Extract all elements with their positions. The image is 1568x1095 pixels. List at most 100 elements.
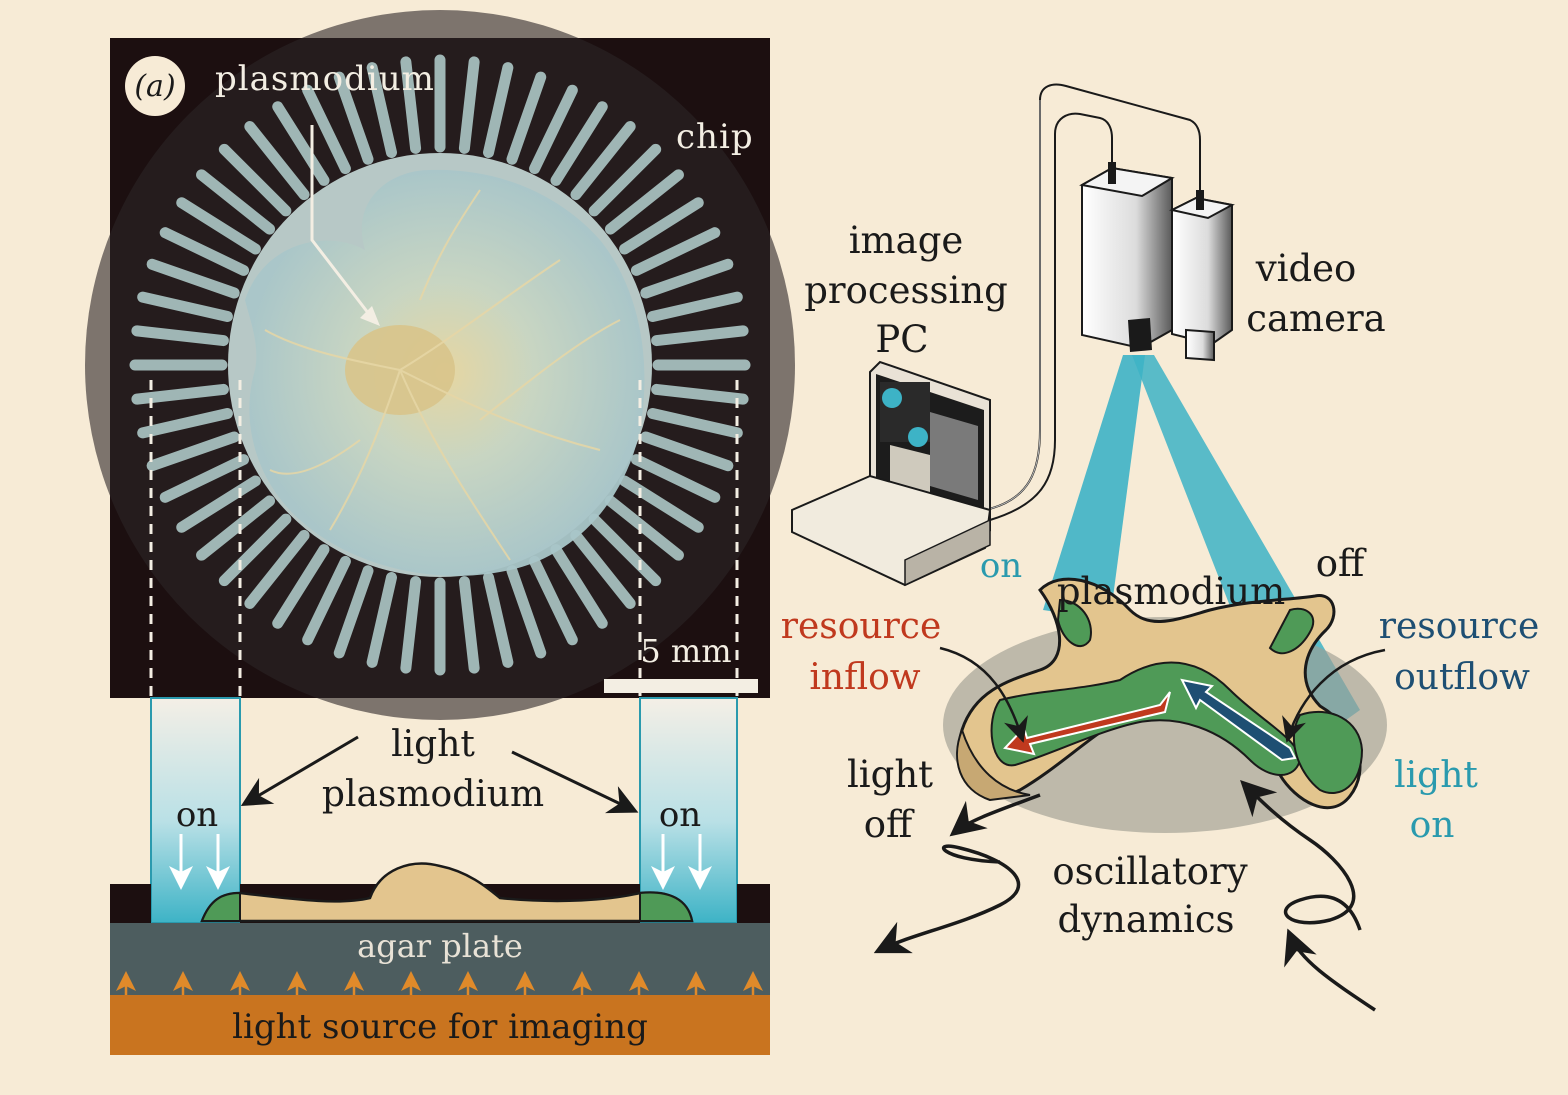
electrode-finger	[651, 325, 749, 347]
panel-letter-badge	[125, 56, 185, 116]
light-source-label: light source for imaging	[232, 1007, 648, 1047]
oscillatory-line-2: dynamics	[1057, 898, 1234, 941]
electrode-finger	[619, 197, 704, 255]
electrode-finger	[131, 325, 229, 347]
electrode-finger	[272, 101, 330, 186]
electrode-finger	[302, 555, 351, 646]
electrode-finger	[400, 576, 422, 674]
light-off-line-1: light	[847, 753, 933, 796]
camera-label-line-1: video	[1255, 247, 1357, 290]
pc-label-line-3: PC	[875, 318, 928, 361]
beam-down-arrows	[169, 834, 712, 890]
light-label: light	[391, 724, 475, 765]
electrode-finger	[506, 565, 547, 659]
agar-label: agar plate	[357, 927, 523, 965]
electrode-finger	[218, 143, 292, 217]
off-label: off	[1316, 542, 1367, 585]
electrode-finger	[176, 475, 261, 533]
electrode-finger	[159, 454, 250, 503]
plasmodium-3d	[956, 577, 1364, 809]
setup-labels: image processing PC video camera plasmod…	[804, 219, 1386, 941]
electrode-finger	[333, 71, 374, 165]
light-plasmodium-arrows	[240, 735, 639, 814]
video-camera	[1079, 162, 1235, 362]
electrode-finger	[244, 529, 310, 609]
beam-on	[1043, 355, 1145, 620]
camera-label-line-2: camera	[1246, 297, 1386, 340]
cross-section: agar plate light source for imaging on o…	[110, 697, 770, 1055]
light-on-line-2: on	[1410, 805, 1455, 846]
vein-network	[264, 189, 621, 561]
electrode-finger	[588, 143, 662, 217]
electrode-finger	[218, 513, 292, 587]
chip-photo: (a) plasmodium chip 5 mm	[85, 10, 795, 720]
electrode-finger	[159, 227, 250, 276]
light-off-line-2: off	[864, 803, 915, 846]
inflow-line-1: resource	[781, 606, 942, 647]
electrode-finger	[196, 495, 276, 561]
outflow-line-1: resource	[1379, 606, 1540, 647]
electrode-finger	[619, 475, 704, 533]
on-label-left: on	[176, 795, 218, 835]
outflow-arrow	[1180, 678, 1297, 762]
electrode-finger	[244, 121, 310, 201]
electrode-finger	[146, 258, 240, 299]
on-label-right: on	[659, 795, 701, 835]
electrode-finger	[366, 62, 397, 158]
inflow-arrow	[1003, 691, 1171, 756]
electrode-finger	[570, 529, 636, 609]
inflow-label: resource inflow	[781, 606, 942, 698]
electrode-finger	[529, 555, 578, 646]
electrode-finger	[630, 454, 721, 503]
chip-electrode-fingers	[129, 54, 751, 676]
photo-plasmodium-label: plasmodium	[215, 59, 435, 99]
electrode-finger	[604, 495, 684, 561]
scale-bar-label: 5 mm	[640, 632, 731, 670]
electrode-finger	[400, 56, 422, 154]
chip-label: chip	[676, 117, 754, 157]
pointer-arrows	[939, 646, 1386, 743]
electrode-finger	[302, 84, 351, 175]
light-plasmodium-label: plasmodium	[322, 774, 544, 815]
plasmodium-pointer-arrow	[310, 125, 374, 319]
outflow-line-2: outflow	[1394, 657, 1530, 698]
electrode-finger	[647, 408, 743, 439]
electrode-finger	[137, 291, 233, 322]
experimental-setup: image processing PC video camera plasmod…	[781, 83, 1540, 1012]
electrode-finger	[647, 291, 743, 322]
electrode-finger	[630, 227, 721, 276]
electrode-finger	[651, 383, 749, 405]
inflow-line-2: inflow	[809, 657, 920, 698]
scale-bar	[604, 679, 758, 693]
electrode-finger	[176, 197, 261, 255]
light-source-bar	[110, 995, 770, 1055]
electrode-finger	[550, 544, 608, 629]
electrode-finger	[529, 84, 578, 175]
electrode-finger	[366, 572, 397, 668]
oscillatory-loops	[873, 780, 1376, 1012]
electrode-finger	[483, 62, 514, 158]
agar-plate	[110, 923, 770, 995]
pc-label-line-2: processing	[804, 269, 1008, 312]
pc-label-line-1: image	[849, 219, 964, 262]
oscillatory-line-1: oscillatory	[1052, 850, 1247, 893]
electrode-finger	[333, 565, 374, 659]
electrode-finger	[146, 431, 240, 472]
electrode-finger	[458, 576, 480, 674]
setup-plasmodium-label: plasmodium	[1057, 570, 1285, 613]
electrode-finger	[131, 383, 229, 405]
light-on-line-1: light	[1394, 755, 1478, 796]
electrode-finger	[550, 101, 608, 186]
light-source-arrows	[116, 971, 763, 995]
electrode-finger	[640, 431, 734, 472]
electrode-finger	[137, 408, 233, 439]
image-processing-pc	[791, 360, 992, 587]
light-on-label: light on	[1394, 755, 1478, 846]
on-label-setup: on	[980, 546, 1022, 586]
electrode-finger	[458, 56, 480, 154]
electrode-finger	[640, 258, 734, 299]
electrode-finger	[483, 572, 514, 668]
electrode-finger	[272, 544, 330, 629]
electrode-finger	[196, 169, 276, 235]
